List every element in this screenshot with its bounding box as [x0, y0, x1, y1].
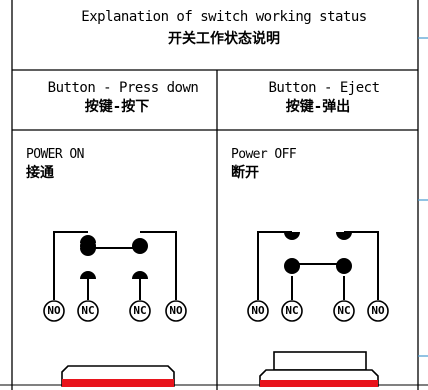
- button-base-red-1: [62, 379, 174, 387]
- col1-state-cn: 接通: [26, 165, 54, 181]
- terminal-label: NO: [47, 304, 61, 317]
- col1-heading-en: Button - Press down: [47, 80, 199, 96]
- terminal-label: NC: [285, 304, 299, 317]
- terminal-label: NC: [81, 304, 95, 317]
- col2-state-en: Power OFF: [231, 147, 297, 162]
- terminal-label: NC: [133, 304, 147, 317]
- col2-heading-cn: 按键-弹出: [285, 99, 351, 115]
- col2-state-cn: 断开: [231, 165, 259, 181]
- contact-lower-right: [132, 271, 148, 279]
- col1-heading-cn: 按键-按下: [84, 99, 150, 115]
- contact-upper-left-2: [284, 232, 300, 240]
- button-ejected-drawing: [259, 351, 379, 387]
- contact-moving-left: [284, 258, 300, 274]
- terminal-label: NO: [251, 304, 265, 317]
- terminal-label: NO: [371, 304, 385, 317]
- terminal-label: NO: [169, 304, 183, 317]
- col2-terminals: [247, 300, 389, 322]
- title-en: Explanation of switch working status: [81, 9, 367, 25]
- col1-terminals: [43, 300, 187, 322]
- contact-lower-left: [80, 271, 96, 279]
- contact-upper-right-2: [336, 232, 352, 240]
- col1-state-en: POWER ON: [26, 147, 84, 162]
- side-rail-marks: [418, 37, 428, 357]
- button-pressed-drawing: [61, 365, 175, 387]
- contact-moving-right: [336, 258, 352, 274]
- col2-heading-en: Button - Eject: [268, 80, 380, 96]
- title-cn: 开关工作状态说明: [168, 31, 280, 47]
- button-base-red-2: [260, 380, 378, 387]
- terminal-label: NC: [337, 304, 351, 317]
- contact-upper-right: [132, 238, 148, 254]
